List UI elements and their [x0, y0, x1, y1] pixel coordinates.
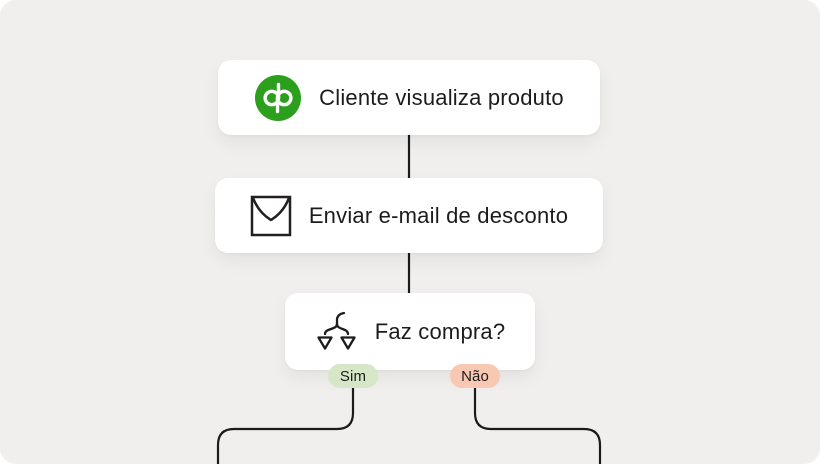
- node-label: Enviar e-mail de desconto: [308, 202, 569, 228]
- node-view-product: Cliente visualiza produto: [218, 60, 600, 135]
- branch-label-no: Não: [461, 367, 489, 385]
- branch-label-yes: Sim: [339, 367, 367, 385]
- connector-yes-branch: [216, 385, 355, 464]
- node-label: Faz compra?: [374, 318, 506, 344]
- connector-no-branch: [473, 385, 602, 464]
- node-send-email: Enviar e-mail de desconto: [215, 178, 603, 253]
- node-label: Cliente visualiza produto: [319, 84, 564, 110]
- branch-badge-no: Não: [450, 364, 500, 388]
- envelope-icon: [250, 195, 292, 237]
- quickbooks-logo-icon: [254, 74, 302, 122]
- branch-split-icon: [315, 311, 358, 353]
- branch-badge-yes: Sim: [328, 364, 378, 388]
- node-purchase-decision: Faz compra?: [285, 293, 535, 370]
